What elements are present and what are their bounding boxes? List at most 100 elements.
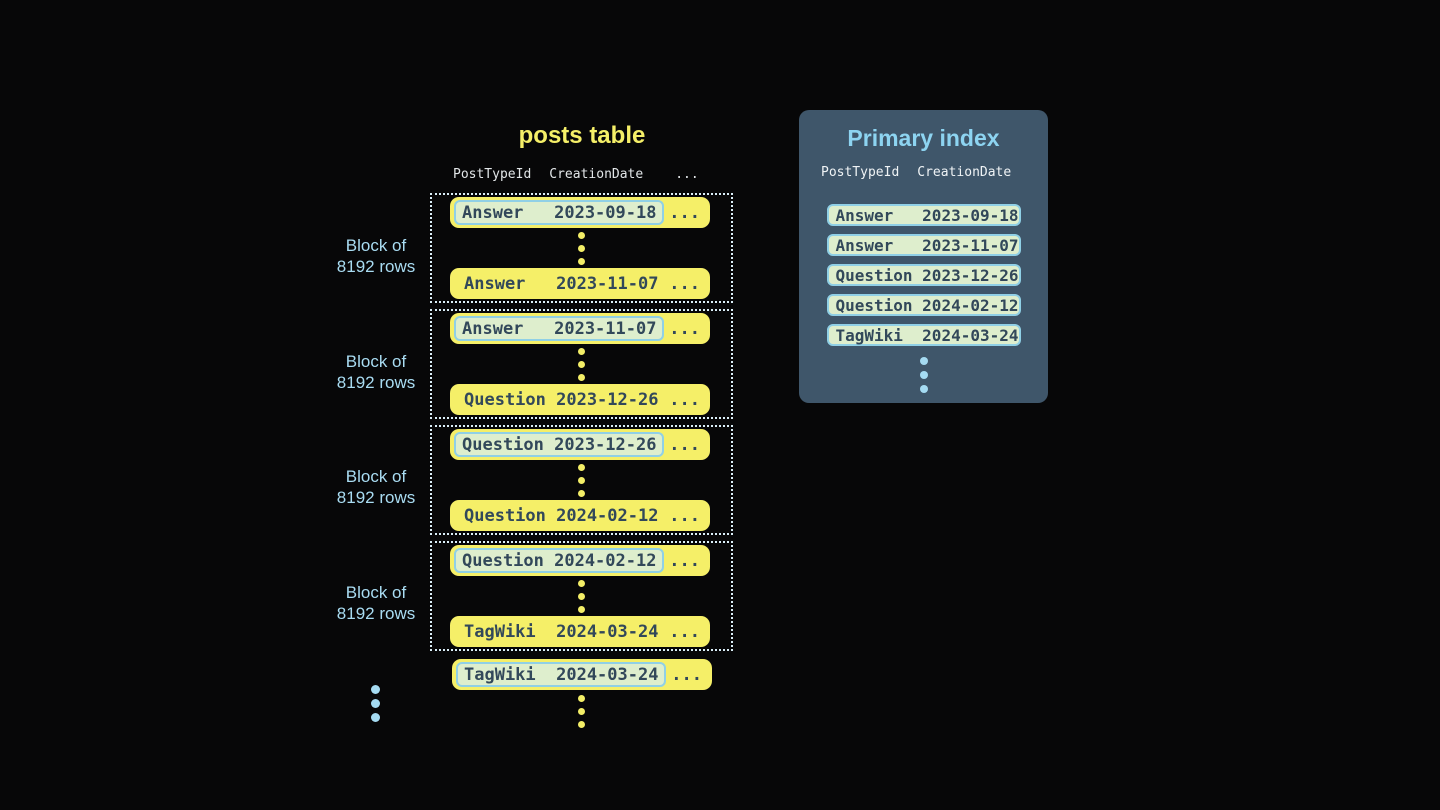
dot bbox=[578, 592, 585, 600]
highlighted-cell: Question 2023-12-26 bbox=[454, 432, 665, 457]
cell-posttypeid: Question bbox=[462, 550, 544, 571]
table-row: Question 2023-12-26 ... bbox=[450, 429, 710, 460]
cell-creationdate: 2024-02-12 bbox=[556, 505, 659, 526]
ellipsis-dots-vertical bbox=[432, 576, 731, 616]
ellipsis-dots-vertical bbox=[578, 695, 585, 728]
dot bbox=[578, 579, 585, 587]
cell-creationdate: 2024-02-12 bbox=[922, 295, 1019, 315]
ellipsis-dots-vertical bbox=[432, 344, 731, 384]
dot bbox=[371, 685, 380, 694]
dot bbox=[578, 360, 585, 368]
dot bbox=[578, 476, 585, 484]
cell-posttypeid: Answer bbox=[462, 202, 524, 223]
highlighted-cell: Answer 2023-11-07 bbox=[454, 316, 665, 341]
cell-posttypeid: Question bbox=[835, 265, 913, 285]
row-cells: Question 2024-02-12 bbox=[450, 506, 658, 526]
index-row: TagWiki 2024-03-24 bbox=[826, 324, 1021, 346]
block-label-line1: Block of bbox=[345, 467, 407, 486]
dot bbox=[578, 695, 585, 702]
block-label-line1: Block of bbox=[345, 583, 407, 602]
dot bbox=[578, 721, 585, 728]
cell-creationdate: 2024-03-24 bbox=[556, 621, 659, 642]
ellipsis-dots-vertical bbox=[432, 228, 731, 268]
dot bbox=[919, 385, 928, 393]
row-cells: TagWiki 2024-03-24 bbox=[450, 622, 658, 642]
cell-creationdate: 2023-09-18 bbox=[922, 205, 1019, 225]
column-header-posttypeid: PostTypeId bbox=[821, 165, 900, 180]
primary-index-title: Primary index bbox=[847, 125, 1000, 151]
cell-creationdate: 2024-03-24 bbox=[922, 325, 1019, 345]
cell-creationdate: 2023-09-18 bbox=[554, 202, 657, 223]
cell-creationdate: 2024-03-24 bbox=[556, 664, 659, 685]
cell-posttypeid: TagWiki bbox=[464, 621, 536, 642]
row-cells: Answer 2023-11-07 bbox=[450, 274, 658, 294]
cell-posttypeid: Answer bbox=[464, 273, 526, 294]
dot bbox=[919, 371, 928, 379]
row-ellipsis: ... bbox=[669, 621, 700, 642]
block-label-line1: Block of bbox=[345, 352, 407, 371]
posts-table-title: posts table bbox=[518, 122, 646, 149]
highlighted-cell: Answer 2023-09-18 bbox=[454, 200, 665, 225]
row-ellipsis: ... bbox=[669, 550, 700, 571]
row-block-1: Answer 2023-09-18 ... Answer 2023-11-07 ..… bbox=[430, 193, 733, 303]
column-header-posttypeid: PostTypeId bbox=[453, 167, 532, 182]
cell-creationdate: 2023-12-26 bbox=[554, 434, 657, 455]
cell-posttypeid: Question bbox=[464, 505, 546, 526]
dot bbox=[371, 713, 380, 722]
row-ellipsis: ... bbox=[669, 434, 700, 455]
dot bbox=[578, 231, 585, 239]
primary-index-panel: Primary index PostTypeId CreationDate Ans… bbox=[799, 110, 1048, 403]
column-header-creationdate: CreationDate bbox=[549, 167, 644, 182]
cell-creationdate: 2023-11-07 bbox=[922, 235, 1019, 255]
block-label-4: Block of 8192 rows bbox=[316, 582, 436, 624]
ellipsis-dots-vertical bbox=[432, 460, 731, 500]
block-label-line1: Block of bbox=[345, 236, 407, 255]
row-ellipsis: ... bbox=[669, 505, 700, 526]
dot bbox=[578, 347, 585, 355]
primary-index-column-headers: PostTypeId CreationDate bbox=[799, 165, 1048, 180]
dot bbox=[578, 244, 585, 252]
block-label-line2: 8192 rows bbox=[336, 488, 416, 507]
row-ellipsis: ... bbox=[669, 318, 700, 339]
cell-posttypeid: Answer bbox=[462, 318, 524, 339]
block-label-line2: 8192 rows bbox=[336, 604, 416, 623]
table-row: TagWiki 2024-03-24 ... bbox=[450, 616, 710, 647]
cell-posttypeid: TagWiki bbox=[464, 664, 536, 685]
cell-posttypeid: Question bbox=[835, 295, 913, 315]
table-row: Answer 2023-11-07 ... bbox=[450, 313, 710, 344]
row-block-3: Question 2023-12-26 ... Question 2024-02-1… bbox=[430, 425, 733, 535]
cell-creationdate: 2023-11-07 bbox=[556, 273, 659, 294]
column-header-creationdate: CreationDate bbox=[917, 165, 1012, 180]
row-ellipsis: ... bbox=[669, 202, 700, 223]
dot bbox=[371, 699, 380, 708]
block-label-line2: 8192 rows bbox=[336, 257, 416, 276]
block-label-2: Block of 8192 rows bbox=[316, 351, 436, 393]
cell-posttypeid: Question bbox=[462, 434, 544, 455]
highlighted-cell: TagWiki 2024-03-24 bbox=[456, 662, 667, 687]
row-ellipsis: ... bbox=[669, 389, 700, 410]
table-row: Question 2024-02-12 ... bbox=[450, 500, 710, 531]
cell-posttypeid: TagWiki bbox=[835, 325, 903, 345]
cell-posttypeid: Answer bbox=[835, 235, 894, 255]
column-header-ellipsis: ... bbox=[675, 167, 699, 182]
dot bbox=[578, 373, 585, 381]
dot bbox=[919, 357, 928, 365]
block-label-line2: 8192 rows bbox=[336, 373, 416, 392]
table-row: Answer 2023-09-18 ... bbox=[450, 197, 710, 228]
block-label-3: Block of 8192 rows bbox=[316, 466, 436, 508]
cell-creationdate: 2023-12-26 bbox=[556, 389, 659, 410]
dot bbox=[578, 605, 585, 613]
cell-creationdate: 2023-11-07 bbox=[554, 318, 657, 339]
